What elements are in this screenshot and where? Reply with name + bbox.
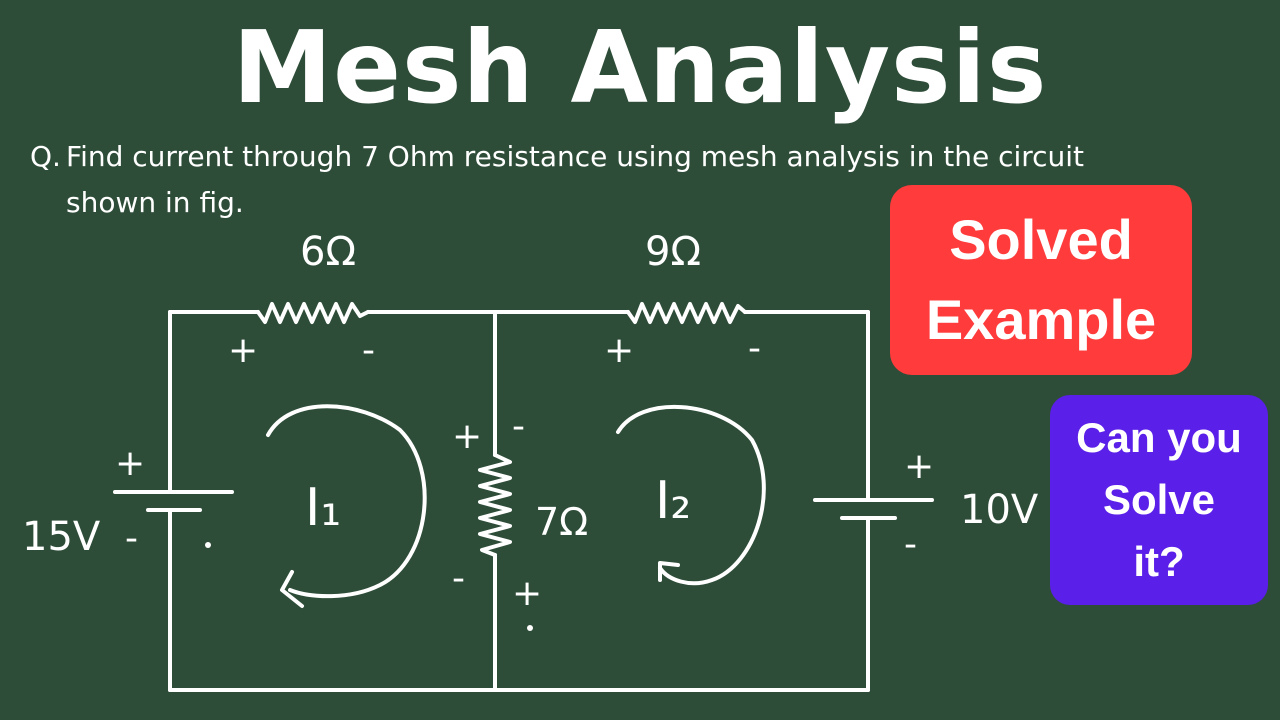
challenge-badge: Can you Solve it? (1050, 395, 1268, 605)
minus-r3-bottom: - (452, 558, 465, 599)
question-number: Q. (30, 140, 61, 173)
solved-badge-line-1: Solved (949, 208, 1133, 271)
minus-r3-top: - (512, 406, 525, 447)
mesh-2-arrowhead (658, 561, 680, 582)
source-left-label: 15V (22, 514, 101, 560)
challenge-badge-line-2: Solve (1102, 476, 1216, 523)
r3-label: 7Ω (535, 500, 588, 544)
r1-label: 6Ω (300, 229, 356, 275)
resistor-7-ohm (478, 453, 512, 557)
minus-r1: - (362, 330, 375, 371)
plus-r2: + (604, 330, 634, 371)
mesh-2-label: I₂ (655, 471, 691, 531)
mesh-2-arrow (616, 405, 766, 586)
mesh-1-arrow (266, 404, 427, 599)
challenge-badge-line-1: Can you (1076, 414, 1242, 461)
question-line-1: Find current through 7 Ohm resistance us… (66, 140, 1085, 173)
mesh-1-label: I₁ (305, 478, 341, 538)
minus-battery-right: - (904, 524, 917, 565)
source-right-label: 10V (960, 487, 1039, 533)
plus-battery-left: + (115, 443, 145, 484)
minus-r2: - (748, 328, 761, 369)
dot-middle (527, 625, 533, 631)
challenge-badge-line-3: it? (1133, 538, 1185, 585)
resistor-6-ohm (256, 302, 370, 324)
solved-example-badge: Solved Example (890, 185, 1192, 375)
question-text: Q.Find current through 7 Ohm resistance … (30, 134, 1280, 226)
battery-15v (113, 490, 234, 512)
solved-badge-line-2: Example (925, 288, 1157, 351)
dot-left-battery (205, 542, 211, 548)
plus-battery-right: + (904, 446, 934, 487)
plus-r3-top: + (452, 416, 482, 457)
page-title: Mesh Analysis (232, 9, 1048, 126)
mesh-1-arrowhead (280, 570, 304, 608)
plus-r3-bottom: + (512, 573, 542, 614)
plus-r1: + (228, 330, 258, 371)
minus-battery-left: - (125, 518, 138, 559)
resistor-9-ohm (626, 302, 747, 324)
question-line-2: shown in fig. (66, 186, 244, 219)
battery-10v (813, 498, 934, 520)
r2-label: 9Ω (645, 229, 701, 275)
